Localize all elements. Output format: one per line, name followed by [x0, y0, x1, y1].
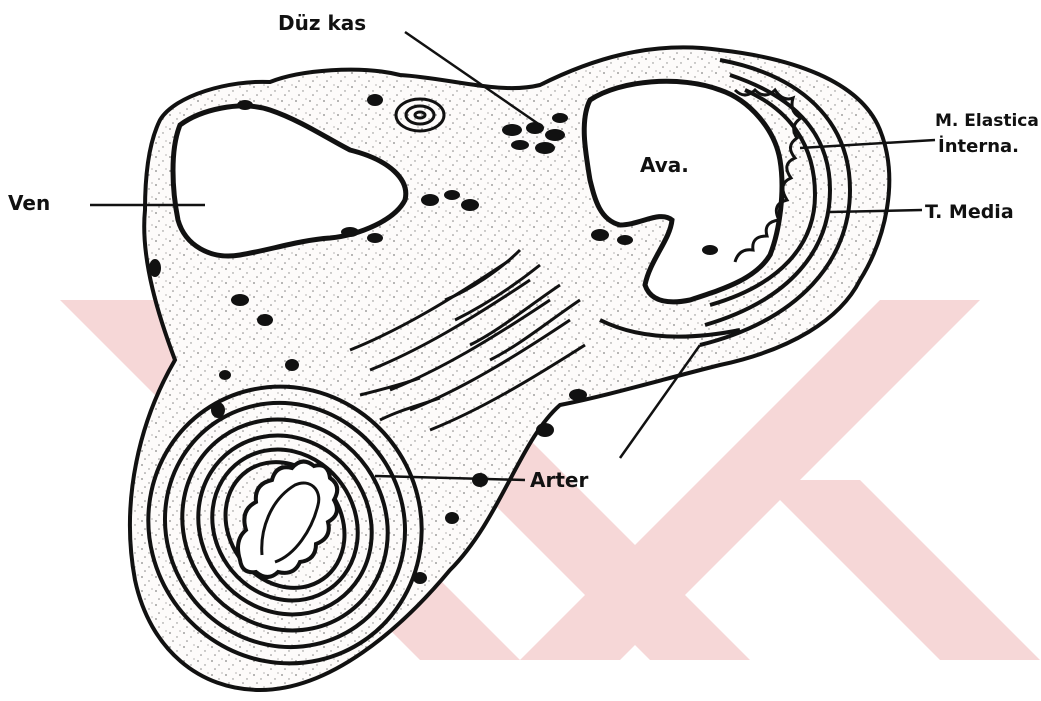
- label-m-elastica: M. Elastica: [935, 111, 1039, 131]
- label-arter: Arter: [530, 468, 588, 492]
- label-t-media: T. Media: [925, 201, 1014, 223]
- label-ava: Ava.: [640, 153, 689, 177]
- label-interna: İnterna.: [938, 135, 1019, 157]
- label-duz-kas: Düz kas: [278, 11, 366, 35]
- label-ven: Ven: [8, 191, 50, 215]
